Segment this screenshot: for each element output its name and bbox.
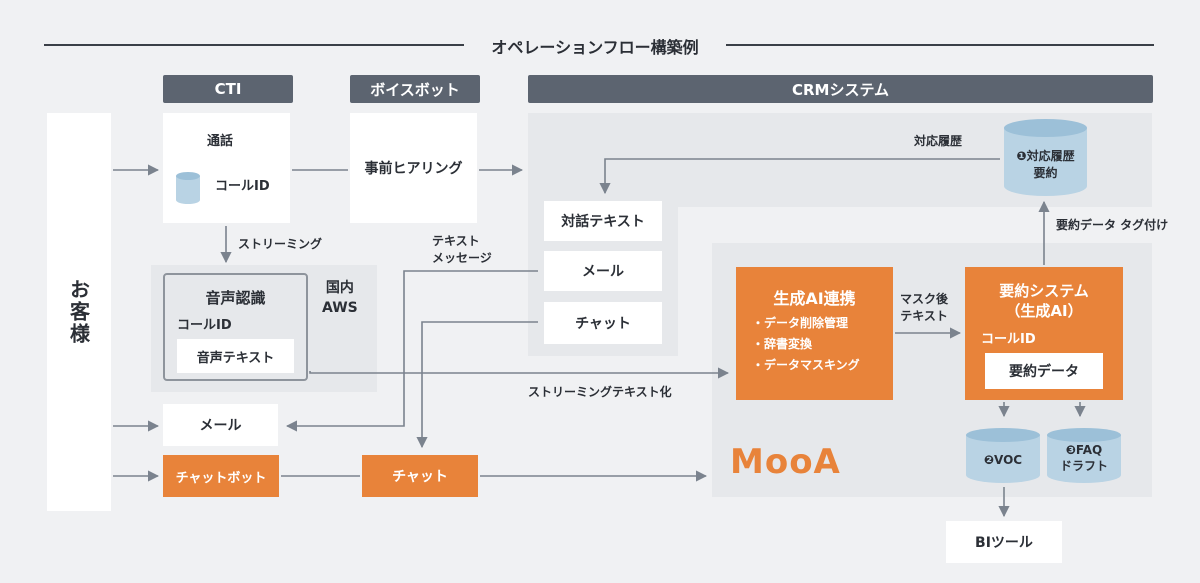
number-badge-2: ❷ [983,453,995,467]
voice-recognition-title: 音声認識 [205,289,266,307]
summary-call-id: コールID [981,332,1036,347]
genai-item: データマスキング [752,355,860,376]
history-summary-label: 対応履歴 要約 [1026,149,1075,180]
cti-call-label: 通話 [207,134,234,149]
faq-label: FAQ ドラフト [1059,443,1108,473]
database-icon [176,172,200,204]
number-badge-1: ❶ [1016,149,1027,163]
summary-data-box: 要約データ [985,353,1103,389]
customer-label: お客様 [66,279,91,345]
cti-call-id: コールID [215,179,270,194]
genai-item: データ削除管理 [752,313,860,334]
crm-item-mail: メール [544,251,662,291]
database-icon [1047,428,1121,483]
arrow [416,321,538,449]
text-message-label: テキスト メッセージ [432,234,492,265]
faq-database: ❸FAQ ドラフト [1046,427,1122,485]
streaming-text-label: ストリーミングテキスト化 [528,385,672,399]
voc-text: ❷VOC [965,452,1041,469]
history-label: 対応履歴 [914,134,963,148]
number-badge-3: ❸ [1065,443,1076,457]
voice-text-box: 音声テキスト [177,339,294,373]
title-line-left [44,44,464,46]
history-database: ❶対応履歴 要約 [1003,118,1088,198]
crm-item-chat: チャット [544,302,662,344]
database-icon [1004,119,1087,196]
genai-title: 生成AI連携 [773,289,856,308]
masked-text-label: マスク後 テキスト [900,292,949,323]
page-title: オペレーションフロー構築例 [491,38,699,57]
chatbot-box: チャットボット [163,455,279,497]
arrow [285,270,538,432]
title-line-right [726,44,1154,46]
aws-label: 国内 AWS [322,280,358,316]
genai-list: データ削除管理 辞書変換 データマスキング [752,313,860,376]
pre-hearing-box: 事前ヒアリング [350,113,477,223]
recognition-call-id: コールID [177,318,232,333]
arrow [599,158,1000,195]
database-icon [966,428,1040,483]
header-voicebot: ボイスボット [350,75,480,103]
cti-call-box: 通話 コールID [163,113,290,223]
voc-database: ❷VOC [965,427,1041,485]
genai-box: 生成AI連携 データ削除管理 辞書変換 データマスキング [736,267,893,400]
faq-text: ❸FAQ ドラフト [1046,442,1122,474]
voc-label: VOC [994,453,1023,467]
summary-system-title: 要約システム （生成AI） [999,282,1089,320]
chat-box: チャット [362,455,478,497]
bi-tool-box: BIツール [946,521,1062,563]
header-crm: CRMシステム [528,75,1153,103]
summary-tag-label: 要約データ タグ付け [1056,218,1169,232]
history-summary-text: ❶対応履歴 要約 [1003,148,1088,182]
header-cti: CTI [163,75,293,103]
voice-recognition-box: 音声認識 コールID 音声テキスト [163,273,308,381]
summary-system-box: 要約システム （生成AI） コールID 要約データ [965,267,1123,400]
crm-item-dialogue: 対話テキスト [544,201,662,241]
customer-box: お客様 [47,113,111,511]
mooa-logo: MooA [730,442,841,482]
genai-item: 辞書変換 [752,334,860,355]
arrow [309,367,730,379]
cti-streaming-label: ストリーミング [238,237,323,251]
mail-box: メール [163,404,278,446]
